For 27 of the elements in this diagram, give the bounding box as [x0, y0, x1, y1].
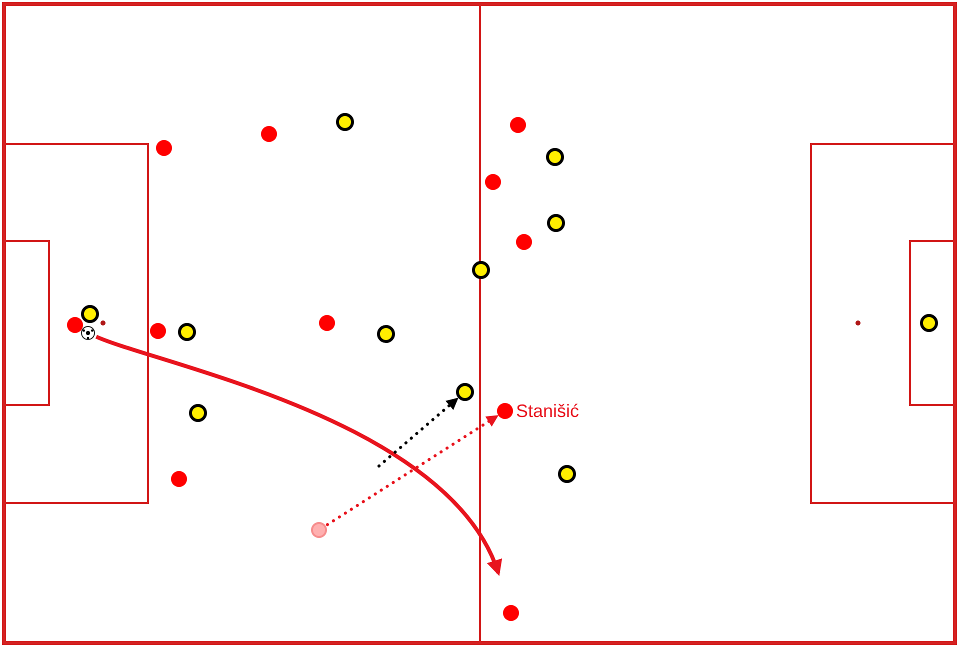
- player-marker: [261, 126, 277, 142]
- player-marker: [558, 465, 576, 483]
- player-marker: [178, 323, 196, 341]
- player-marker: [67, 317, 83, 333]
- player-marker: [156, 140, 172, 156]
- player-marker: [546, 148, 564, 166]
- player-marker: [547, 214, 565, 232]
- player-marker: [456, 383, 474, 401]
- player-marker: [171, 471, 187, 487]
- player-marker: [472, 261, 490, 279]
- player-marker: [516, 234, 532, 250]
- soccer-ball-icon: [81, 326, 95, 340]
- arrow: [326, 414, 499, 526]
- player-marker: [189, 404, 207, 422]
- player-marker: [503, 605, 519, 621]
- player-marker: [81, 305, 99, 323]
- player-marker: [920, 314, 938, 332]
- player-marker: [485, 174, 501, 190]
- player-name: Stanišić: [516, 400, 580, 422]
- arrow: [378, 398, 458, 468]
- arrow: [96, 334, 500, 576]
- player-marker: [150, 323, 166, 339]
- player-marker: [377, 325, 395, 343]
- player-marker: [336, 113, 354, 131]
- player-marker: [510, 117, 526, 133]
- player-marker: [319, 315, 335, 331]
- start-position-marker: [311, 522, 327, 538]
